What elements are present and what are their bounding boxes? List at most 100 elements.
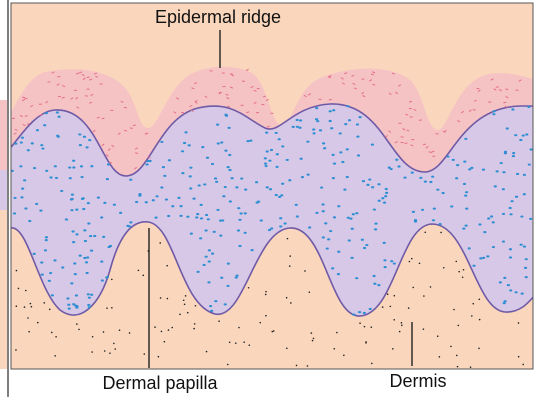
basal-cell-dot <box>237 229 240 231</box>
basal-cell-dot <box>56 135 59 137</box>
basal-cell-dot <box>299 119 302 121</box>
basal-cell-dot <box>235 276 238 278</box>
basal-cell-dot <box>278 138 281 140</box>
basal-cell-dot <box>45 239 48 241</box>
basal-cell-dot <box>383 202 386 204</box>
basal-cell-dot <box>520 215 523 217</box>
basal-cell-dot <box>128 225 131 227</box>
basal-cell-dot <box>211 163 214 165</box>
basal-cell-dot <box>395 159 398 161</box>
basal-cell-dot <box>107 246 110 248</box>
basal-cell-dot <box>83 136 86 138</box>
basal-cell-dot <box>209 305 212 307</box>
dermis-cell-dot <box>371 363 373 365</box>
basal-cell-dot <box>492 113 495 115</box>
basal-cell-dot <box>509 207 512 209</box>
basal-cell-dot <box>192 198 195 200</box>
dermis-cell-dot <box>76 323 78 325</box>
basal-cell-dot <box>86 272 89 274</box>
basal-cell-dot <box>270 227 273 229</box>
basal-cell-dot <box>499 281 502 283</box>
basal-cell-dot <box>183 142 186 144</box>
basal-cell-dot <box>19 165 22 167</box>
basal-cell-dot <box>238 245 241 247</box>
basal-cell-dot <box>361 239 364 241</box>
basal-cell-dot <box>463 183 466 185</box>
dermis-cell-dot <box>286 297 288 299</box>
dermis-cell-dot <box>91 351 93 353</box>
basal-cell-dot <box>507 284 510 286</box>
basal-cell-dot <box>48 280 51 282</box>
basal-cell-dot <box>220 141 223 143</box>
basal-cell-dot <box>224 186 227 188</box>
dermis-cell-dot <box>311 332 313 334</box>
basal-cell-dot <box>527 106 530 108</box>
basal-cell-dot <box>224 150 227 152</box>
basal-cell-dot <box>83 257 86 259</box>
basal-cell-dot <box>412 211 415 213</box>
basal-cell-dot <box>83 229 86 231</box>
basal-cell-dot <box>67 304 70 306</box>
basal-cell-dot <box>510 200 513 202</box>
basal-cell-dot <box>88 297 91 299</box>
basal-cell-dot <box>49 176 52 178</box>
basal-cell-dot <box>40 261 43 263</box>
basal-cell-dot <box>269 188 272 190</box>
dermis-cell-dot <box>399 331 401 333</box>
basal-cell-dot <box>36 129 39 131</box>
basal-cell-dot <box>221 219 224 221</box>
basal-cell-dot <box>348 119 351 121</box>
dermis-cell-dot <box>471 315 473 317</box>
basal-cell-dot <box>23 179 26 181</box>
basal-cell-dot <box>312 128 315 130</box>
basal-cell-dot <box>463 161 466 163</box>
basal-cell-dot <box>366 184 369 186</box>
basal-cell-dot <box>493 110 496 112</box>
basal-cell-dot <box>286 159 289 161</box>
basal-cell-dot <box>373 283 376 285</box>
basal-cell-dot <box>97 197 100 199</box>
basal-cell-dot <box>509 213 512 215</box>
basal-cell-dot <box>181 150 184 152</box>
basal-cell-dot <box>331 154 334 156</box>
basal-cell-dot <box>55 177 58 179</box>
dermis-cell-dot <box>392 348 394 350</box>
basal-cell-dot <box>138 194 141 196</box>
dermis-cell-dot <box>423 328 425 330</box>
basal-cell-dot <box>226 285 229 287</box>
basal-cell-dot <box>503 300 506 302</box>
basal-cell-dot <box>88 306 91 308</box>
basal-cell-dot <box>371 143 374 145</box>
dermis-cell-dot <box>273 330 275 332</box>
basal-cell-dot <box>419 177 422 179</box>
basal-cell-dot <box>502 171 505 173</box>
basal-cell-dot <box>72 160 75 162</box>
basal-cell-dot <box>177 197 180 199</box>
basal-cell-dot <box>90 165 93 167</box>
basal-cell-dot <box>210 310 213 312</box>
basal-cell-dot <box>79 144 82 146</box>
dermis-cell-dot <box>185 295 187 297</box>
texture-dash <box>124 130 127 131</box>
basal-cell-dot <box>315 212 318 214</box>
basal-cell-dot <box>486 255 489 257</box>
basal-cell-dot <box>41 274 44 276</box>
basal-cell-dot <box>250 249 253 251</box>
dermis-cell-dot <box>193 328 195 330</box>
basal-cell-dot <box>512 155 515 157</box>
basal-cell-dot <box>21 188 24 190</box>
basal-cell-dot <box>411 172 414 174</box>
basal-cell-dot <box>487 217 490 219</box>
basal-cell-dot <box>279 225 282 227</box>
basal-cell-dot <box>56 111 59 113</box>
texture-dash <box>133 125 136 126</box>
dermis-cell-dot <box>450 346 452 348</box>
texture-dash <box>57 76 60 77</box>
basal-cell-dot <box>374 228 377 230</box>
basal-cell-dot <box>87 304 90 306</box>
basal-cell-dot <box>450 205 453 207</box>
basal-cell-dot <box>492 246 495 248</box>
basal-cell-dot <box>523 245 526 247</box>
basal-cell-dot <box>348 239 351 241</box>
dermis-cell-dot <box>455 261 457 263</box>
